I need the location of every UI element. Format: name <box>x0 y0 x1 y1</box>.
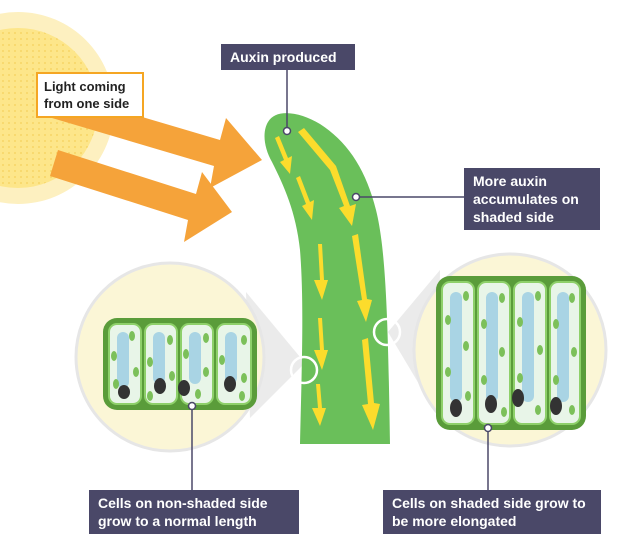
auxin-arrows <box>275 128 380 430</box>
label-auxin-produced: Auxin produced <box>221 44 355 70</box>
cells-non-shaded <box>103 318 257 410</box>
label-light-direction: Light coming from one side <box>36 72 144 118</box>
zoom-marker-right <box>372 317 402 347</box>
label-shaded-cells: Cells on shaded side grow to be more elo… <box>383 490 601 534</box>
cell <box>178 323 214 405</box>
zoom-marker-left <box>289 355 319 385</box>
leader-lines <box>191 68 489 490</box>
cell <box>108 323 142 405</box>
leader-dots <box>187 126 493 433</box>
cells-shaded <box>436 276 586 430</box>
sun-icon <box>0 12 114 204</box>
label-non-shaded-cells: Cells on non-shaded side grow to a norma… <box>89 490 299 534</box>
label-more-auxin: More auxin accumulates on shaded side <box>464 168 600 230</box>
cell <box>512 281 547 425</box>
light-arrow-lower <box>50 150 232 242</box>
cell <box>477 281 511 425</box>
cell <box>549 281 581 425</box>
cell <box>441 281 475 425</box>
